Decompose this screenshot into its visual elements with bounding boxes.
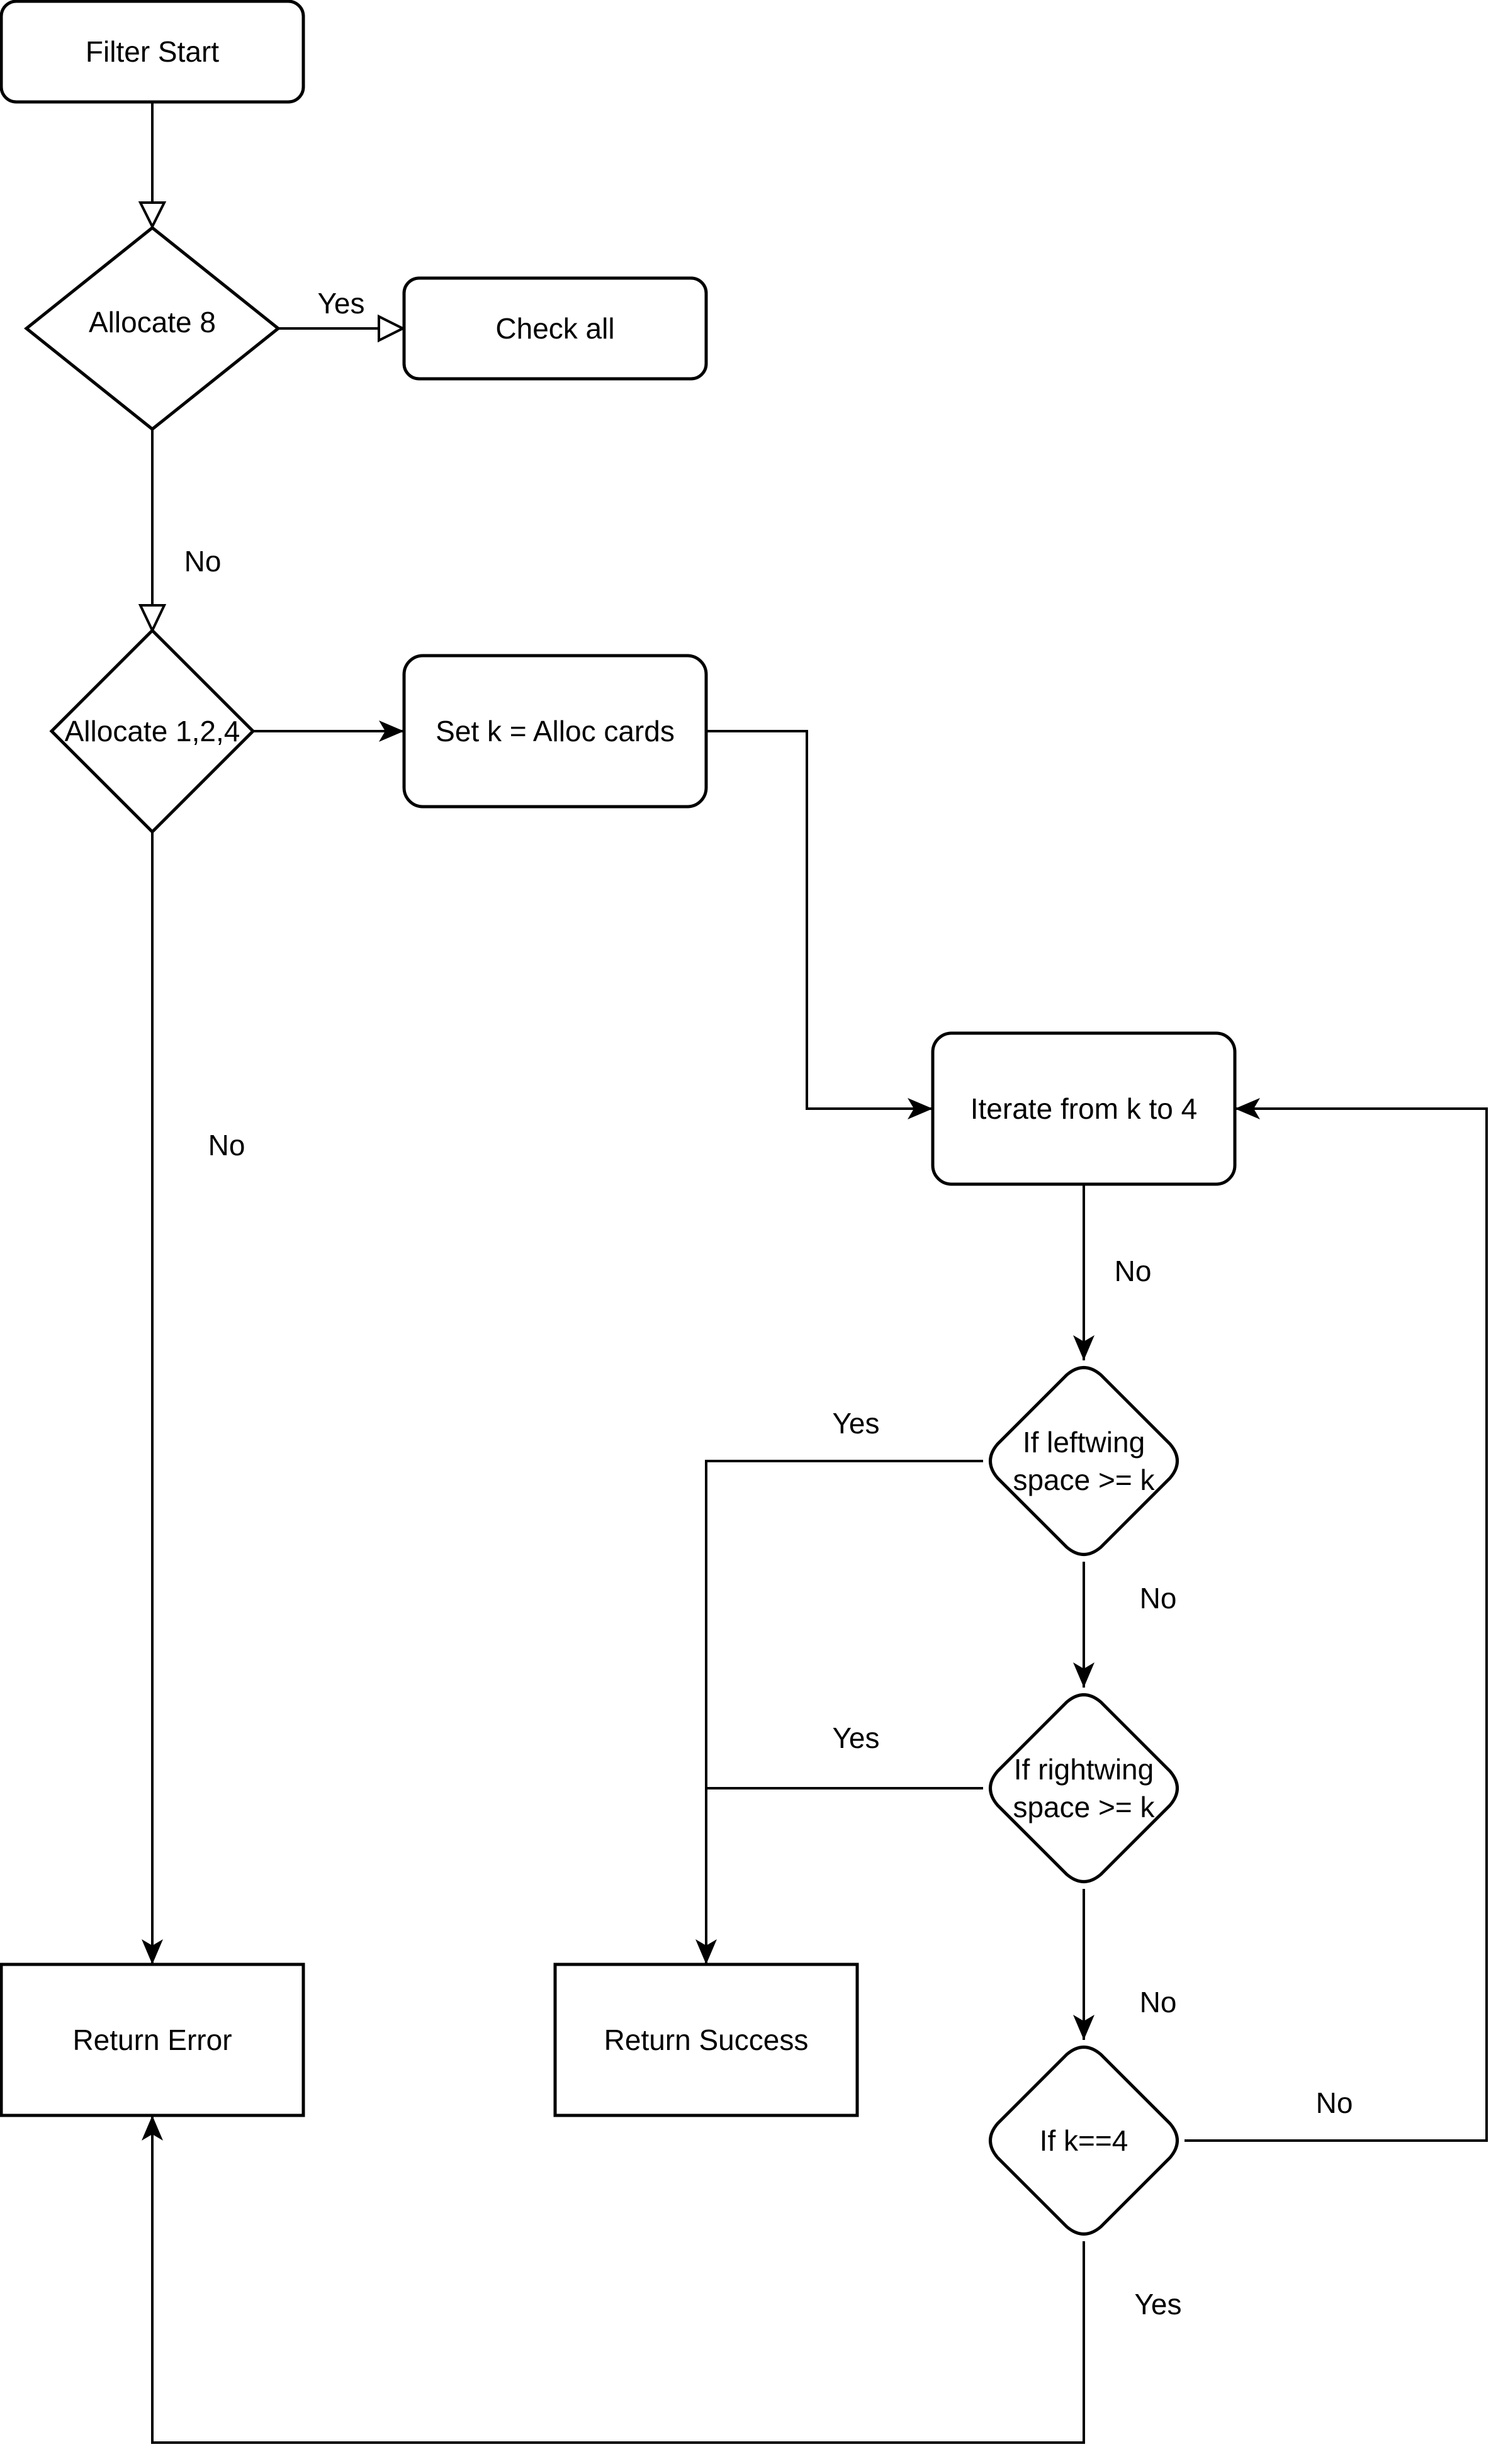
node-allocate-1-2-4[interactable]: Allocate 1,2,4 <box>49 628 256 834</box>
arrowhead-leftwing-to-rightwing <box>1073 1662 1094 1688</box>
arrowhead-allocate124-to-returnerror <box>142 1939 163 1964</box>
label-leftwing-yes: Yes <box>832 1407 879 1440</box>
arrowhead-allocate8-to-checkall <box>378 314 406 343</box>
node-filter-start-label: Filter Start <box>86 35 219 68</box>
node-return-error[interactable]: Return Error <box>0 1963 305 2117</box>
node-set-k[interactable]: Set k = Alloc cards <box>402 654 708 809</box>
arrowhead-allocate8-to-allocate124 <box>138 604 167 634</box>
node-leftwing-check[interactable]: If leftwing space >= k <box>989 1366 1179 1556</box>
label-allocate8-yes: Yes <box>317 287 364 320</box>
arrowhead-leftwing-to-returnsuccess <box>695 1939 717 1964</box>
node-allocate-8[interactable]: Allocate 8 <box>23 225 281 432</box>
node-check-all[interactable]: Check all <box>402 276 708 381</box>
node-rightwing-label-line1: If rightwing <box>1014 1753 1154 1786</box>
node-return-success-label: Return Success <box>604 2024 809 2056</box>
label-rightwing-yes: Yes <box>832 1722 879 1754</box>
node-iterate[interactable]: Iterate from k to 4 <box>931 1031 1237 1186</box>
node-iterate-label: Iterate from k to 4 <box>971 1092 1197 1125</box>
label-k4-no: No <box>1316 2086 1353 2119</box>
arrowhead-start-to-allocate8 <box>138 201 167 230</box>
node-k-equals-4-label: If k==4 <box>1040 2124 1128 2157</box>
arrowhead-rightwing-to-k4 <box>1073 2015 1094 2040</box>
node-rightwing-check[interactable]: If rightwing space >= k <box>989 1693 1179 1883</box>
node-return-success[interactable]: Return Success <box>553 1963 859 2117</box>
node-filter-start[interactable]: Filter Start <box>0 0 305 104</box>
node-allocate-1-2-4-label: Allocate 1,2,4 <box>65 715 240 748</box>
node-leftwing-label-line1: If leftwing <box>1023 1426 1145 1459</box>
node-leftwing-label-line2: space >= k <box>1013 1464 1155 1496</box>
arrowhead-k4-to-returnerror <box>142 2115 163 2141</box>
nodes: Filter Start Allocate 8 Check all Alloca… <box>0 0 1237 2236</box>
arrowhead-setk-to-iterate <box>908 1098 933 1119</box>
label-k4-yes: Yes <box>1134 2288 1181 2321</box>
label-iterate-no: No <box>1115 1255 1152 1287</box>
label-rightwing-no: No <box>1140 1986 1177 2019</box>
arrowhead-allocate124-to-setk <box>379 720 404 742</box>
edge-setk-to-iterate <box>706 730 931 1110</box>
node-k-equals-4[interactable]: If k==4 <box>989 2046 1179 2236</box>
edge-leftwing-to-returnsuccess <box>705 1460 983 1964</box>
node-allocate-8-label: Allocate 8 <box>89 306 216 339</box>
edge-labels: Yes No No No Yes No Yes No No Yes <box>184 287 1353 2321</box>
label-allocate8-no: No <box>184 545 222 578</box>
arrowhead-k4-to-iterate <box>1235 1098 1260 1119</box>
edge-k4-to-returnerror <box>151 2115 1085 2444</box>
edges <box>138 102 1488 2444</box>
node-set-k-label: Set k = Alloc cards <box>436 715 675 748</box>
label-allocate124-no: No <box>208 1129 245 1162</box>
node-rightwing-label-line2: space >= k <box>1013 1791 1155 1823</box>
edge-k4-to-iterate <box>1184 1107 1488 2142</box>
node-check-all-label: Check all <box>495 312 614 345</box>
arrowhead-iterate-to-leftwing <box>1073 1335 1094 1360</box>
node-return-error-label: Return Error <box>72 2024 232 2056</box>
label-leftwing-no: No <box>1140 1582 1177 1615</box>
